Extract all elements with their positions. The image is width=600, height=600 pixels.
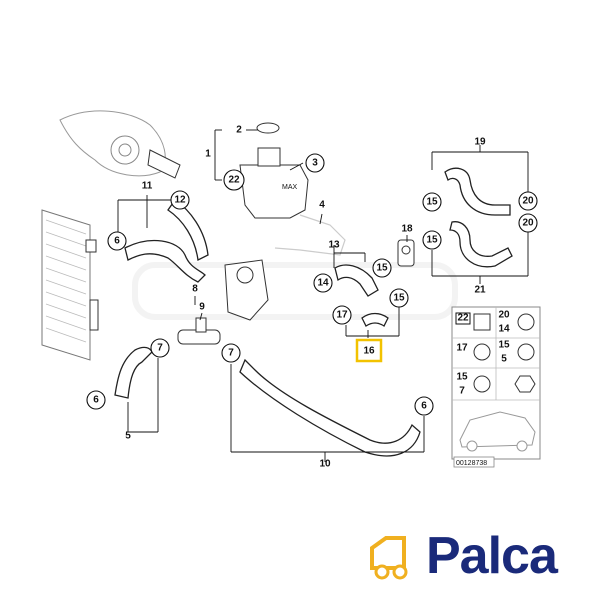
svg-text:14: 14 — [498, 324, 510, 335]
callout-1: 1 — [205, 149, 211, 160]
callout-15-c: 15 — [422, 192, 442, 212]
radiator — [41, 209, 99, 361]
callout-6-c: 6 — [414, 396, 434, 416]
expansion-tank: MAX — [239, 122, 309, 219]
svg-text:17: 17 — [456, 343, 468, 354]
hose-11-b — [167, 199, 209, 261]
valve-18 — [397, 239, 415, 267]
svg-text:16: 16 — [363, 346, 375, 357]
t-connector — [177, 317, 221, 345]
legend-car — [459, 411, 536, 452]
hose-16 — [361, 312, 389, 327]
callout-21: 21 — [474, 285, 486, 296]
callout-12: 12 — [170, 190, 190, 210]
truck-icon — [370, 536, 408, 580]
svg-text:7: 7 — [157, 343, 163, 354]
diagram-number: 00128738 — [453, 456, 495, 468]
svg-text:15: 15 — [393, 293, 405, 304]
hose-13 — [334, 264, 379, 297]
callout-17: 17 — [332, 305, 352, 325]
svg-text:14: 14 — [317, 278, 329, 289]
hose-4 — [274, 214, 346, 256]
callout-19: 19 — [474, 137, 486, 148]
leader-lines — [117, 129, 529, 462]
callout-15-a: 15 — [372, 258, 392, 278]
callout-6-b: 6 — [86, 390, 106, 410]
svg-text:15: 15 — [456, 372, 468, 383]
legend-22: 22 — [455, 312, 491, 331]
hose-11 — [124, 239, 206, 283]
callout-20-b: 20 — [518, 213, 538, 233]
callout-11: 11 — [142, 181, 153, 192]
callout-5: 5 — [125, 431, 131, 442]
parts-legend: 22 20 14 17 15 5 15 7 — [451, 306, 541, 468]
callout-14: 14 — [313, 273, 333, 293]
watermark — [132, 262, 458, 320]
callout-15-b: 15 — [389, 288, 409, 308]
svg-text:15: 15 — [376, 263, 388, 274]
callout-20-a: 20 — [518, 191, 538, 211]
callout-3: 3 — [305, 153, 325, 173]
legend-20-14: 20 14 — [498, 310, 535, 335]
svg-text:15: 15 — [426, 197, 438, 208]
svg-text:6: 6 — [93, 395, 99, 406]
legend-17: 17 — [456, 343, 491, 361]
callout-13: 13 — [328, 240, 340, 251]
svg-text:7: 7 — [228, 348, 234, 359]
hose-19 — [444, 167, 511, 216]
svg-text:22: 22 — [228, 175, 240, 186]
legend-15-7: 15 7 — [456, 372, 491, 397]
callouts: 1 2 3 4 22 11 12 6 8 9 7 6 5 7 6 10 13 1… — [86, 125, 538, 470]
callout-7-a: 7 — [150, 338, 170, 358]
legend-nut — [514, 375, 536, 393]
callout-9: 9 — [199, 302, 205, 313]
callout-8: 8 — [192, 284, 198, 295]
callout-15-d: 15 — [422, 230, 442, 250]
svg-text:20: 20 — [522, 218, 534, 229]
hose-5 — [114, 346, 153, 399]
svg-text:15: 15 — [426, 235, 438, 246]
brand-name: Palca — [426, 527, 558, 585]
hose-21 — [449, 221, 513, 268]
svg-text:3: 3 — [312, 158, 318, 169]
callout-2: 2 — [236, 125, 242, 136]
svg-text:20: 20 — [498, 310, 510, 321]
svg-text:5: 5 — [501, 354, 507, 365]
svg-text:20: 20 — [522, 196, 534, 207]
legend-15-5: 15 5 — [498, 340, 535, 365]
svg-text:MAX: MAX — [282, 184, 298, 191]
svg-text:15: 15 — [498, 340, 510, 351]
svg-text:6: 6 — [421, 401, 427, 412]
callout-6-a: 6 — [107, 231, 127, 251]
svg-text:12: 12 — [174, 195, 186, 206]
callout-16-highlight: 16 — [355, 338, 383, 363]
svg-text:7: 7 — [459, 386, 465, 397]
thermostat-housing — [224, 259, 269, 321]
callout-22-tank: 22 — [223, 169, 245, 191]
palca-logo: Palca — [366, 524, 584, 588]
svg-text:6: 6 — [114, 236, 120, 247]
callout-18: 18 — [401, 224, 413, 235]
hose-10 — [239, 358, 421, 457]
svg-text:22: 22 — [457, 313, 469, 324]
callout-4: 4 — [319, 200, 325, 211]
svg-text:17: 17 — [336, 310, 348, 321]
water-pump — [59, 110, 181, 179]
svg-text:00128738: 00128738 — [456, 460, 487, 467]
callout-7-b: 7 — [221, 343, 241, 363]
callout-10: 10 — [319, 459, 331, 470]
